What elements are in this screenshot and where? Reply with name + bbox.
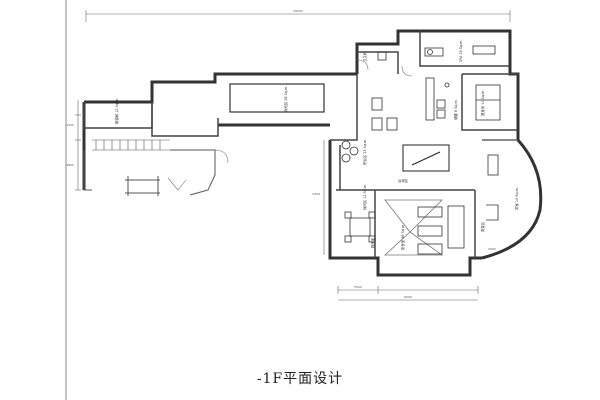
room-label-seating: 休闲区 12 Sq.m.: [362, 184, 367, 210]
pool: [229, 83, 325, 113]
gym-equipment: [475, 84, 501, 121]
dim-top-overall: 29900: [293, 9, 303, 13]
billiard-table: [402, 144, 450, 172]
spa-beds: [424, 45, 496, 57]
room-label-billiards: 台球区: [398, 178, 409, 183]
room-label-cinema: 影音室 38 Sq.m.: [400, 224, 405, 250]
room-label-wc: 卫生间: [362, 51, 367, 62]
lounge-chairs: [341, 140, 359, 163]
bottom-dimension: [337, 286, 479, 301]
bar-counter: [425, 77, 450, 121]
curved-room-wall: [481, 138, 543, 260]
dim-right-side: 3900: [488, 247, 496, 251]
room-label-gym: 健身房 11 Sq.m.: [480, 90, 485, 116]
cinema-room: [383, 199, 465, 256]
top-dimension: [85, 10, 511, 22]
dim-bottom-overall: 8200: [404, 295, 412, 299]
mahjong-table: [344, 211, 376, 243]
drawing-title: -1F平面设计: [256, 371, 344, 387]
room-label-corridor: 楼梯间 12 Sq.m.: [114, 98, 119, 124]
bar-tables: [371, 97, 398, 131]
dim-mid-right: 5450: [312, 192, 320, 196]
room-label-mahjong: 棋牌室: [370, 237, 375, 248]
dim-bottom-segment: 5500: [354, 285, 362, 289]
room-label-curved: 观景区: [480, 221, 485, 232]
toilet-fixture: [377, 51, 387, 61]
room-label-storage: 储藏 8 Sq.m.: [453, 99, 458, 120]
dim-left-lower: 3800: [66, 163, 74, 167]
left-dimension: [75, 100, 81, 191]
dim-left-upper: 1250: [66, 123, 74, 127]
outer-walls: [82, 29, 520, 277]
room-label-pool: 泳池区 28 Sq.m.: [283, 86, 288, 112]
door-swings: [167, 59, 413, 191]
curved-room-furniture: [486, 154, 499, 221]
left-lower-outline: [83, 149, 216, 196]
room-label-lounge: 茶室 15 Sq.m.: [514, 187, 519, 210]
stairs: [92, 139, 170, 151]
inner-walls: [83, 31, 518, 258]
room-label-spa: SPA 18 Sq.m.: [459, 39, 463, 62]
room-label-bar: 吧台区 23 Sq.m.: [362, 139, 367, 165]
